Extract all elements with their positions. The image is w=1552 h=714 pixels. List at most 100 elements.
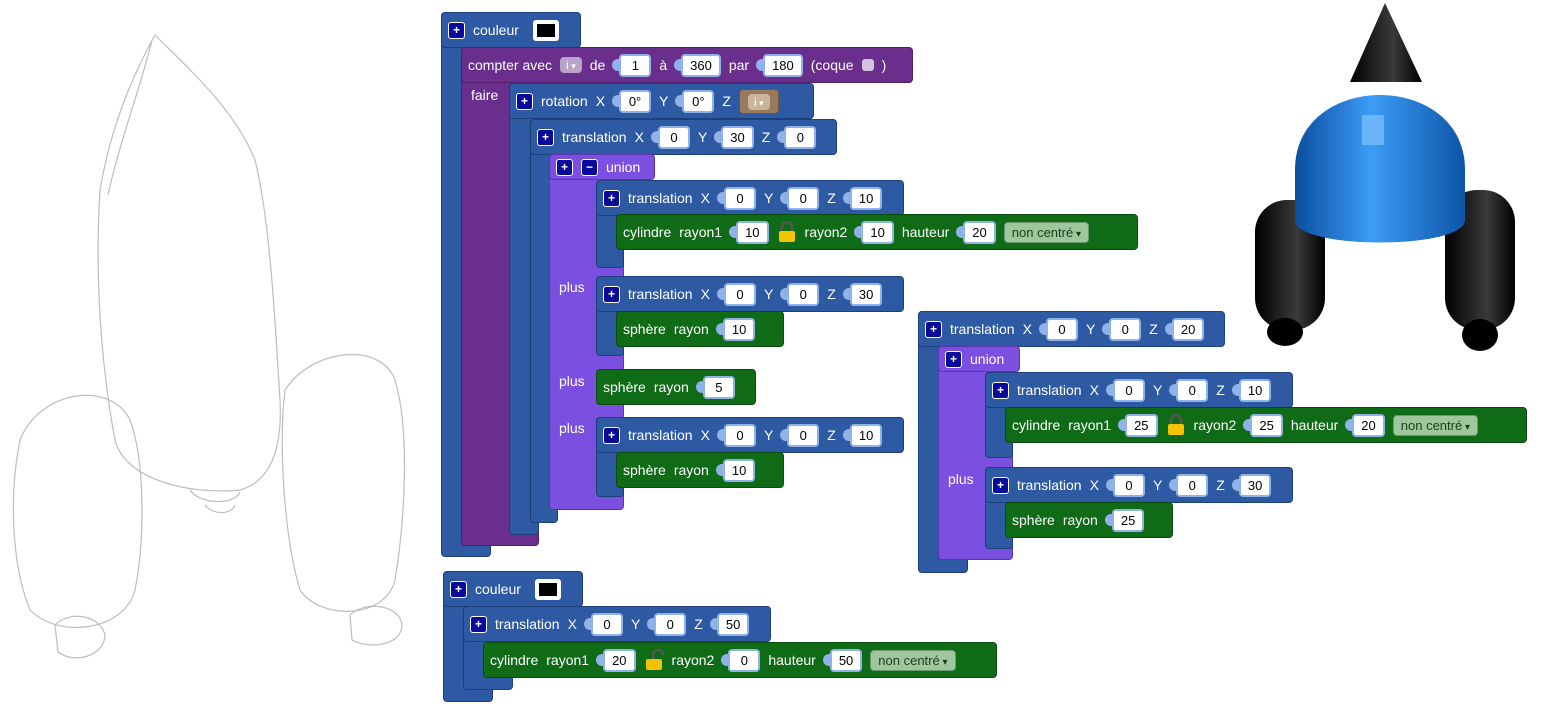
y-label: Y	[630, 616, 641, 632]
translation-x-input[interactable]: 0	[650, 125, 690, 149]
plus-square-icon[interactable]: +	[556, 158, 573, 176]
plus-square-icon[interactable]: +	[603, 189, 620, 207]
u3-sphere-block[interactable]: sphère rayon 5	[596, 369, 756, 405]
translation-z-input[interactable]: 10	[1231, 378, 1272, 402]
translation-label: translation	[1017, 477, 1082, 493]
translation-x-input[interactable]: 0	[583, 612, 623, 636]
translation-x-input[interactable]: 0	[1105, 473, 1145, 497]
translation-header-1[interactable]: + translation X 0 Y 30 Z 0	[530, 119, 837, 155]
left-wheel	[1255, 200, 1325, 330]
plus-square-icon[interactable]: +	[603, 285, 620, 303]
plus-square-icon[interactable]: +	[925, 320, 942, 338]
hauteur-label: hauteur	[1290, 417, 1339, 433]
y-label: Y	[763, 427, 774, 443]
translation-z-input[interactable]: 20	[1164, 317, 1205, 341]
union-header-1[interactable]: + − union	[549, 154, 655, 180]
rayon-input[interactable]: 10	[715, 317, 756, 341]
couleur-label: couleur	[475, 581, 521, 597]
lock-open-icon[interactable]	[644, 649, 664, 671]
rayon-input[interactable]: 5	[695, 375, 735, 399]
translation-y-input[interactable]: 0	[780, 423, 820, 447]
translation-z-input[interactable]: 30	[842, 282, 883, 306]
u1-translation-header[interactable]: + translation X 0 Y 0 Z 10	[596, 180, 904, 216]
loop-var-dropdown[interactable]: i	[560, 57, 582, 73]
translation-z-input[interactable]: 10	[842, 423, 883, 447]
coque-checkbox[interactable]	[861, 59, 874, 71]
stack3-cylinder-block[interactable]: cylindre rayon1 20 rayon2 0 hauteur 50 n…	[483, 642, 997, 678]
rayon-input[interactable]: 25	[1104, 508, 1145, 532]
rayon2-input[interactable]: 0	[721, 648, 761, 672]
plus-square-icon[interactable]: +	[992, 381, 1009, 399]
translation-z-input[interactable]: 50	[709, 612, 750, 636]
plus-square-icon[interactable]: +	[537, 128, 554, 146]
rotation-header[interactable]: + rotation X 0° Y 0° Z i	[509, 83, 814, 119]
centre-mode-dropdown[interactable]: non centré	[1392, 414, 1479, 436]
rayon-input[interactable]: 10	[715, 458, 756, 482]
stack3-translation-header[interactable]: + translation X 0 Y 0 Z 50	[463, 606, 771, 642]
plus-square-icon[interactable]: +	[516, 92, 533, 110]
loop-from-input[interactable]: 1	[612, 53, 652, 77]
plus-square-icon[interactable]: +	[470, 615, 487, 633]
translation-y-input[interactable]: 0	[780, 186, 820, 210]
u2-sphere-block[interactable]: sphère rayon 10	[616, 311, 784, 347]
couleur-header-1[interactable]: + couleur	[441, 12, 581, 48]
hauteur-input[interactable]: 20	[1345, 413, 1385, 437]
translation-z-input[interactable]: 30	[1231, 473, 1272, 497]
rayon-label: rayon	[653, 379, 689, 395]
stack2-cylinder-block[interactable]: cylindre rayon1 25 rayon2 25 hauteur 20 …	[1005, 407, 1527, 443]
stack2-translation-header[interactable]: + translation X 0 Y 0 Z 20	[918, 311, 1225, 347]
translation-z-input[interactable]: 10	[842, 186, 883, 210]
rotation-x-input[interactable]: 0°	[612, 89, 652, 113]
rayon2-input[interactable]: 10	[854, 220, 894, 244]
plus-square-icon[interactable]: +	[448, 21, 465, 39]
plus-square-icon[interactable]: +	[603, 426, 620, 444]
translation-y-input[interactable]: 30	[714, 125, 754, 149]
plus-square-icon[interactable]: +	[945, 350, 962, 368]
couleur-header-2[interactable]: + couleur	[443, 571, 583, 607]
stack2-sphere-block[interactable]: sphère rayon 25	[1005, 502, 1173, 538]
rayon1-label: rayon1	[1068, 417, 1112, 433]
color-swatch-icon[interactable]	[534, 578, 561, 600]
u4-sphere-block[interactable]: sphère rayon 10	[616, 452, 784, 488]
rotation-label: rotation	[541, 93, 588, 109]
loop-header[interactable]: compter avec i de 1 à 360 par 180 (coque…	[461, 47, 913, 83]
couleur-label: couleur	[473, 22, 519, 38]
translation-y-input[interactable]: 0	[1169, 378, 1209, 402]
rayon2-input[interactable]: 25	[1243, 413, 1283, 437]
translation-z-input[interactable]: 0	[777, 125, 817, 149]
rayon1-input[interactable]: 20	[595, 648, 636, 672]
translation-x-input[interactable]: 0	[716, 186, 756, 210]
hauteur-input[interactable]: 50	[822, 648, 863, 672]
rayon1-input[interactable]: 25	[1117, 413, 1158, 437]
centre-mode-dropdown[interactable]: non centré	[1003, 221, 1090, 243]
x-label: X	[1022, 321, 1032, 337]
translation-y-input[interactable]: 0	[1169, 473, 1209, 497]
translation-y-input[interactable]: 0	[780, 282, 820, 306]
translation-x-input[interactable]: 0	[716, 423, 756, 447]
rotation-y-input[interactable]: 0°	[675, 89, 715, 113]
rotation-z-var-block[interactable]: i	[738, 88, 779, 114]
lock-closed-icon[interactable]	[777, 221, 797, 243]
lock-closed-icon[interactable]	[1166, 414, 1186, 436]
hauteur-input[interactable]: 20	[956, 220, 996, 244]
stack2-t1-header[interactable]: + translation X 0 Y 0 Z 10	[985, 372, 1293, 408]
translation-x-input[interactable]: 0	[1038, 317, 1078, 341]
union-header-2[interactable]: + union	[938, 346, 1020, 372]
u2-translation-header[interactable]: + translation X 0 Y 0 Z 30	[596, 276, 904, 312]
u1-cylinder-block[interactable]: cylindre rayon1 10 rayon2 10 hauteur 20 …	[616, 214, 1138, 250]
plus-square-icon[interactable]: +	[992, 476, 1009, 494]
stack2-t2-header[interactable]: + translation X 0 Y 0 Z 30	[985, 467, 1293, 503]
translation-x-input[interactable]: 0	[1105, 378, 1145, 402]
centre-mode-dropdown[interactable]: non centré	[870, 649, 956, 671]
translation-y-input[interactable]: 0	[1102, 317, 1142, 341]
u4-translation-header[interactable]: + translation X 0 Y 0 Z 10	[596, 417, 904, 453]
loop-step-input[interactable]: 180	[756, 53, 803, 77]
translation-x-input[interactable]: 0	[716, 282, 756, 306]
rayon1-input[interactable]: 10	[728, 220, 769, 244]
loop-to-input[interactable]: 360	[674, 53, 721, 77]
plus-square-icon[interactable]: +	[450, 580, 467, 598]
translation-y-input[interactable]: 0	[647, 612, 687, 636]
rotation-z-var-dropdown[interactable]: i	[747, 93, 770, 110]
minus-square-icon[interactable]: −	[581, 158, 598, 176]
color-swatch-icon[interactable]	[532, 19, 559, 41]
